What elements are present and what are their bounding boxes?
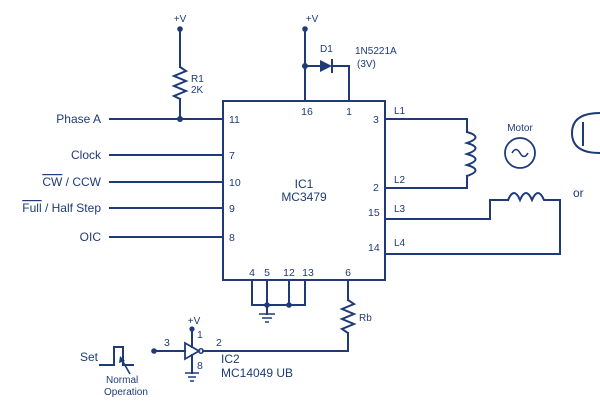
d1-rating: (3V) xyxy=(357,59,376,70)
r1-symbol xyxy=(171,65,189,101)
ic2-inverter-bubble xyxy=(198,348,204,354)
motor-label: Motor xyxy=(507,123,533,134)
ic1-name: IC1 xyxy=(295,177,314,191)
ic2-name: IC2 xyxy=(221,352,240,366)
r1-name: R1 xyxy=(191,74,204,85)
normal-label: Normal xyxy=(106,375,138,386)
output-l4-label: L4 xyxy=(394,238,406,249)
output-l2-wire xyxy=(384,175,468,189)
output-l1-label: L1 xyxy=(394,106,406,117)
r1-value: 2K xyxy=(191,85,204,96)
ic1-pin-11: 11 xyxy=(229,114,240,126)
ic1-pin-5: 5 xyxy=(264,267,270,279)
coil-l3-l4 xyxy=(506,192,561,203)
full-overbar-text: Full xyxy=(22,201,41,215)
rb-symbol xyxy=(339,298,357,335)
normal-operation-arrow xyxy=(121,359,131,375)
ic1-pin-4: 4 xyxy=(249,267,255,279)
set-label: Set xyxy=(80,350,99,364)
motor-sine-icon xyxy=(511,148,529,158)
output-l1-wire xyxy=(384,118,468,133)
ic1-supply-label: +V xyxy=(306,14,319,25)
output-l3-wire xyxy=(384,199,509,220)
motor-partial-text: or xyxy=(573,186,584,200)
ic2-pin-gnd: 8 xyxy=(197,360,203,372)
ground-icon xyxy=(259,313,275,323)
output-l2-label: L2 xyxy=(394,175,406,186)
ic1-part: MC3479 xyxy=(281,190,327,204)
ic1-pin-13: 13 xyxy=(302,267,314,279)
ic1-pin-16: 16 xyxy=(301,106,313,118)
input-phase-a-label: Phase A xyxy=(56,112,101,126)
d1-wire-right xyxy=(331,65,350,102)
ground-pin-leads xyxy=(251,279,306,306)
ic2-pin-vcc: 1 xyxy=(197,329,203,341)
ic2-supply-label: +V xyxy=(188,316,201,327)
d1-name: D1 xyxy=(320,44,333,55)
ic1-pin-12: 12 xyxy=(283,267,295,279)
ic1-pin-14: 14 xyxy=(368,242,380,254)
output-l3-label: L3 xyxy=(394,204,406,215)
ic2-part: MC14049 UB xyxy=(221,366,293,380)
ic1-pin-8: 8 xyxy=(229,232,235,244)
ic2-pin-out: 2 xyxy=(216,337,222,349)
ic1-pin-15: 15 xyxy=(368,207,380,219)
ic1-pin-9: 9 xyxy=(229,203,235,215)
ground-junction-2 xyxy=(286,302,292,308)
input-cw-ccw-label: CW / CCW xyxy=(42,175,101,189)
d1-anode-triangle xyxy=(320,60,332,72)
r1-supply-label: +V xyxy=(174,14,187,25)
set-pulse-icon xyxy=(99,346,134,366)
input-full-half-label: Full / Half Step xyxy=(22,201,101,215)
cw-overbar-text: CW xyxy=(42,175,63,189)
ccw-text: / CCW xyxy=(62,175,101,189)
motor-edge-clip xyxy=(570,111,600,155)
input-clock-label: Clock xyxy=(71,148,102,162)
ic1-pin-10: 10 xyxy=(229,177,241,189)
ic1-pin-1: 1 xyxy=(346,106,352,118)
ic2-input-node xyxy=(151,348,157,354)
motor-circle xyxy=(504,137,536,169)
rb-name: Rb xyxy=(359,313,372,324)
half-step-text: / Half Step xyxy=(42,201,102,215)
output-l4-wire xyxy=(384,199,561,255)
ic1-pin-7: 7 xyxy=(229,150,235,162)
input-oic-label: OIC xyxy=(80,230,102,244)
ic1-pin-6: 6 xyxy=(345,267,351,279)
d1-part: 1N5221A xyxy=(355,46,397,57)
ic2-pin-in: 3 xyxy=(164,337,170,349)
coil-l1-l2 xyxy=(463,130,477,178)
ic1-pin-2: 2 xyxy=(373,182,379,194)
ic1-pin-3: 3 xyxy=(373,114,379,126)
ic2-ground-icon xyxy=(185,372,199,382)
normal-operation-arrowhead xyxy=(119,356,125,363)
operation-label: Operation xyxy=(104,387,148,398)
